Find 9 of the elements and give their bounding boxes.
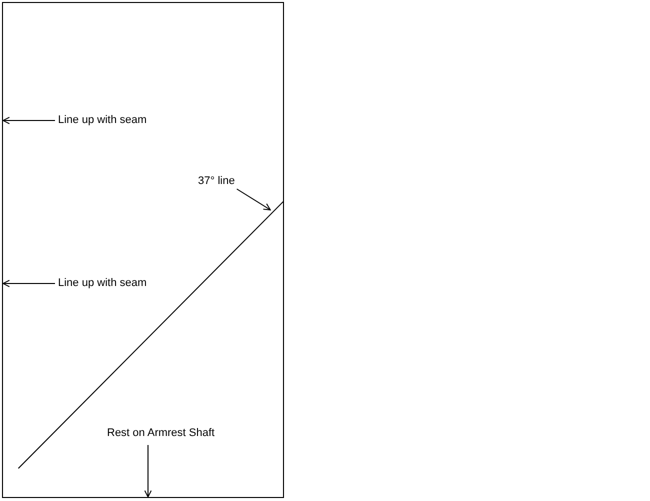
instruction-label: Line up with seam bbox=[58, 114, 147, 127]
instruction-label: 37° line bbox=[198, 175, 235, 188]
leader-arrow bbox=[144, 444, 152, 498]
template-sheet bbox=[2, 2, 284, 498]
instruction-label: Rest on Armrest Shaft bbox=[107, 427, 215, 440]
instruction-label: Line up with seam bbox=[58, 277, 147, 290]
leader-arrow bbox=[2, 280, 56, 288]
leader-arrow bbox=[2, 116, 56, 124]
leader-arrow bbox=[236, 188, 271, 210]
